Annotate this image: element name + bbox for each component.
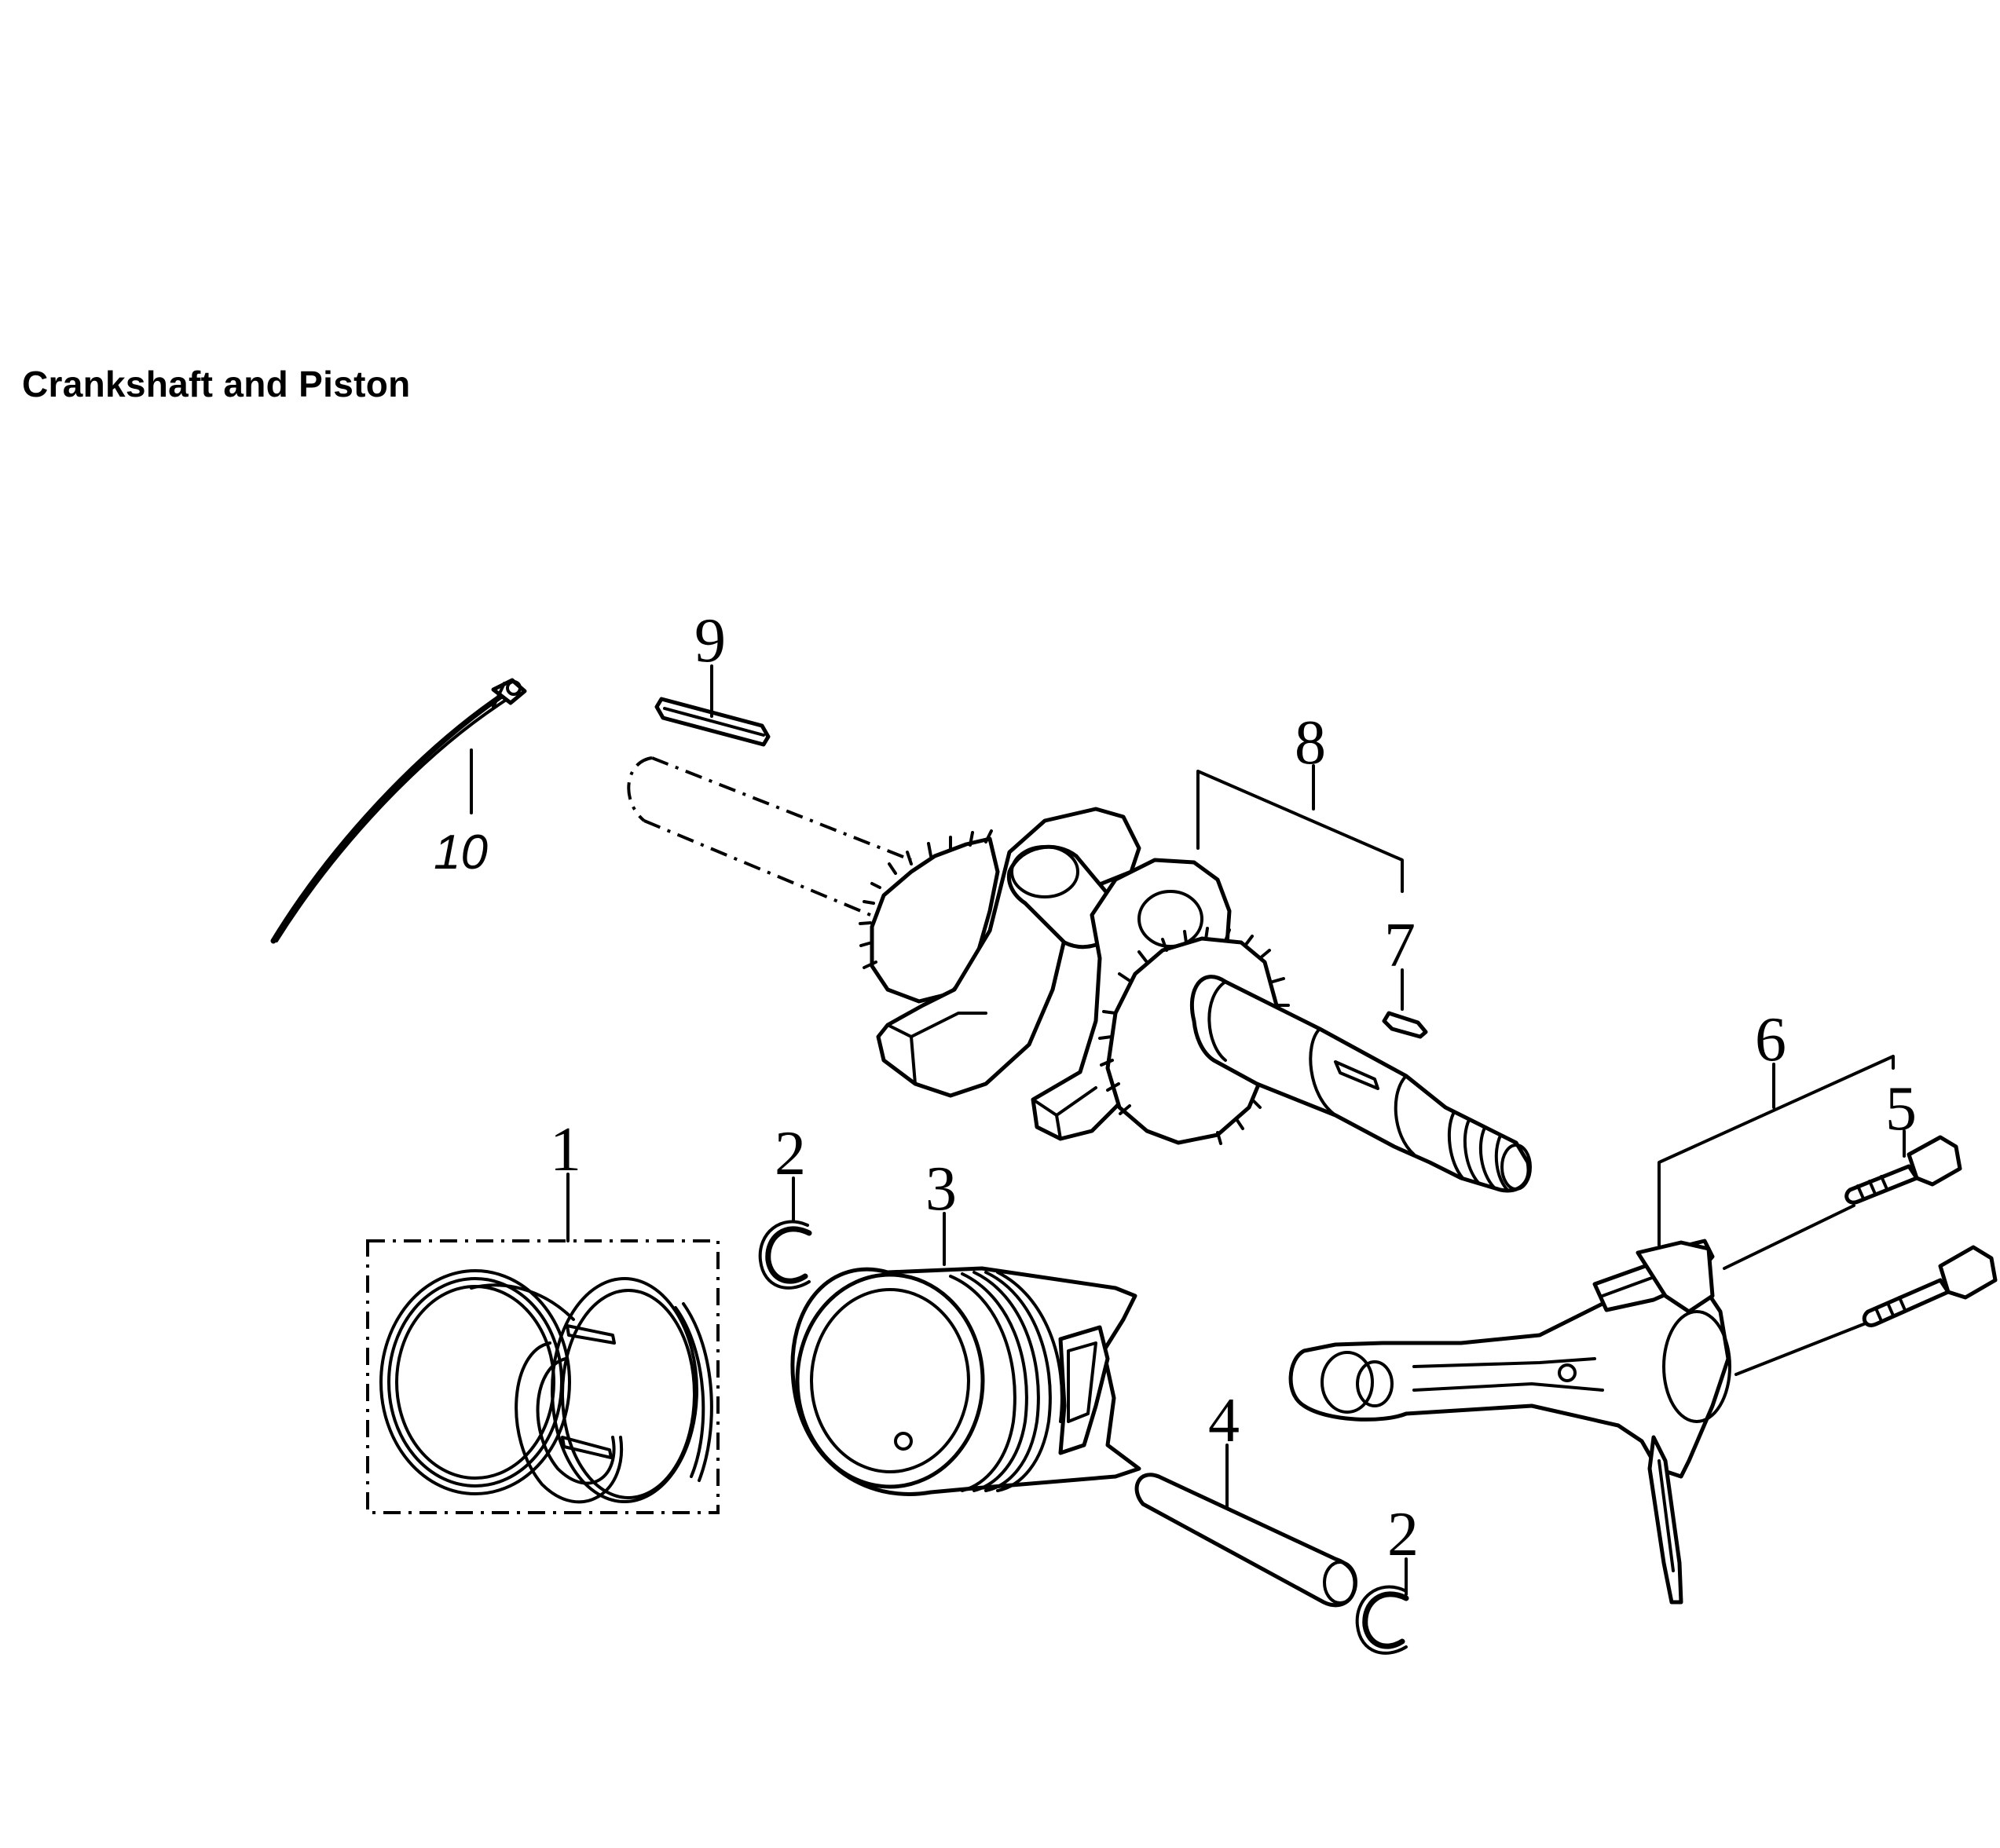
callout-6: 6 (1755, 1005, 1786, 1074)
page-title: Crankshaft and Piston (22, 364, 411, 404)
callout-4: 4 (1208, 1386, 1240, 1455)
callout-7: 7 (1384, 911, 1416, 980)
callout-8: 8 (1295, 708, 1326, 778)
part-9-key (654, 697, 771, 747)
callout-5: 5 (1885, 1074, 1917, 1144)
part-6-connecting-rod (1288, 1239, 1731, 1605)
part-8-crankshaft (627, 756, 1532, 1193)
callout-2a: 2 (775, 1119, 806, 1188)
callout-10: 10 (434, 825, 488, 880)
part-1-piston-rings (366, 1239, 720, 1514)
part-2-circlip-b (1355, 1585, 1409, 1655)
callout-2b: 2 (1387, 1500, 1419, 1569)
part-7-key (1382, 1011, 1428, 1039)
callout-3: 3 (925, 1155, 957, 1224)
part-10-wire (270, 678, 527, 944)
part-5-bolts (1723, 1135, 1998, 1376)
callout-9: 9 (694, 606, 726, 675)
leader-8-bracket (1196, 770, 1404, 893)
part-2-circlip-a (758, 1220, 812, 1290)
part-3-piston (790, 1266, 1141, 1496)
callout-1: 1 (550, 1115, 581, 1184)
leader-6-bracket (1658, 1055, 1895, 1246)
part-4-piston-pin (1134, 1473, 1357, 1608)
